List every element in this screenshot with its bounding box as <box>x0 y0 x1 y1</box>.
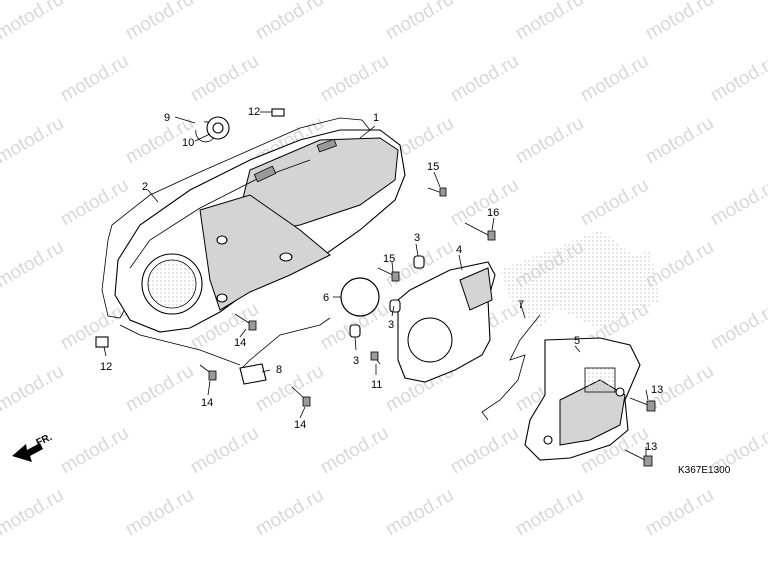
watermark-text: motod.ru <box>642 485 717 541</box>
watermark-text: motod.ru <box>0 237 67 293</box>
watermark-text: motod.ru <box>122 361 197 417</box>
watermark-text: motod.ru <box>187 51 262 107</box>
watermark-text: motod.ru <box>0 299 2 355</box>
cover-rib <box>253 165 277 183</box>
watermark-text: motod.ru <box>577 51 652 107</box>
grommet-part <box>389 299 401 313</box>
watermark-text: motod.ru <box>512 485 587 541</box>
watermark-text: motod.ru <box>122 0 197 44</box>
callout-10: 10 <box>182 137 194 149</box>
watermark-text: motod.ru <box>512 0 587 44</box>
watermark-text: motod.ru <box>447 175 522 231</box>
watermark-text: motod.ru <box>642 0 717 44</box>
callout-14: 14 <box>234 337 246 349</box>
watermark-text: motod.ru <box>0 423 2 479</box>
drawing-code: K367E1300 <box>678 465 731 476</box>
watermark-text: motod.ru <box>0 485 67 541</box>
bracket-part <box>239 363 267 385</box>
callout-1: 1 <box>373 112 379 124</box>
callout-3: 3 <box>414 232 420 244</box>
leader-lines <box>103 111 649 456</box>
watermark-text: motod.ru <box>187 423 262 479</box>
callout-12: 12 <box>100 361 112 373</box>
drive-plate-rib <box>459 267 493 311</box>
stipple-shading <box>500 230 640 330</box>
callout-6: 6 <box>323 292 329 304</box>
drive-plate-hole <box>407 317 453 363</box>
callout-5: 5 <box>574 335 580 347</box>
callout-labels: 1 2 3 3 3 4 5 6 7 8 9 10 11 12 12 13 13 … <box>100 106 663 453</box>
watermark-text: motod.ru <box>707 175 768 231</box>
watermark-text: motod.ru <box>707 51 768 107</box>
outer-cover-hole <box>543 435 553 445</box>
watermark-text: motod.ru <box>252 485 327 541</box>
front-direction-marker: FR. <box>12 432 54 462</box>
watermark-text: motod.ru <box>57 51 132 107</box>
watermark-text: motod.ru <box>317 423 392 479</box>
bolt-part <box>377 267 400 282</box>
wire-clip-part <box>481 314 541 421</box>
callout-13: 13 <box>651 384 663 396</box>
watermark-text: motod.ru <box>0 113 67 169</box>
watermark-text: motod.ru <box>382 485 457 541</box>
watermark-text: motod.ru <box>57 423 132 479</box>
cover-boss <box>216 293 228 303</box>
dowel-pin-part <box>271 108 285 117</box>
bolt-part <box>370 351 381 365</box>
watermark-text: motod.ru <box>122 485 197 541</box>
watermark-text: motod.ru <box>512 113 587 169</box>
cover-window-inner <box>147 259 197 309</box>
bolt-part <box>234 313 257 331</box>
callout-9: 9 <box>164 112 170 124</box>
callout-3: 3 <box>353 355 359 367</box>
bolt-part <box>199 364 217 381</box>
watermark-text: motod.ru <box>0 51 2 107</box>
dowel-pin-part <box>95 336 109 348</box>
bolt-part <box>624 449 653 467</box>
callout-2: 2 <box>142 181 148 193</box>
stipple-shading-2 <box>540 250 660 330</box>
watermark-text: motod.ru <box>447 423 522 479</box>
bolt-part <box>291 386 311 407</box>
front-label: FR. <box>35 432 54 449</box>
cover-rib <box>316 138 337 153</box>
watermark-text: motod.ru <box>642 113 717 169</box>
callout-4: 4 <box>456 244 462 256</box>
callout-15: 15 <box>427 161 439 173</box>
cover-shaded-body <box>199 194 331 311</box>
watermark-text: motod.ru <box>57 299 132 355</box>
grommet-part <box>349 324 361 338</box>
callout-12: 12 <box>248 106 260 118</box>
cover-boss <box>216 235 228 245</box>
outer-cover-vent <box>584 367 616 393</box>
front-arrow-icon <box>12 443 43 462</box>
callout-14: 14 <box>201 397 213 409</box>
grommet-part <box>413 255 425 269</box>
watermark-text: motod.ru <box>447 51 522 107</box>
bolt-part <box>629 397 656 412</box>
watermark-text: motod.ru <box>57 175 132 231</box>
watermark-text: motod.ru <box>0 0 67 44</box>
outer-cover-hole <box>615 387 625 397</box>
cover-boss <box>279 252 293 262</box>
callout-7: 7 <box>518 299 524 311</box>
callout-15: 15 <box>383 253 395 265</box>
watermark-text: motod.ru <box>252 0 327 44</box>
callout-13: 13 <box>645 441 657 453</box>
callout-11: 11 <box>371 379 382 391</box>
callout-8: 8 <box>276 364 282 376</box>
watermark-text: motod.ru <box>317 51 392 107</box>
bearing-inner <box>212 122 224 134</box>
watermark-text: motod.ru <box>0 175 2 231</box>
callout-14: 14 <box>294 419 306 431</box>
watermark-text: motod.ru <box>707 299 768 355</box>
callout-3: 3 <box>388 319 394 331</box>
watermark-text: motod.ru <box>577 175 652 231</box>
callout-16: 16 <box>487 207 499 219</box>
watermark-text: motod.ru <box>382 0 457 44</box>
watermark-text: motod.ru <box>0 361 67 417</box>
bolt-part <box>464 222 496 241</box>
bolt-part <box>427 187 447 197</box>
